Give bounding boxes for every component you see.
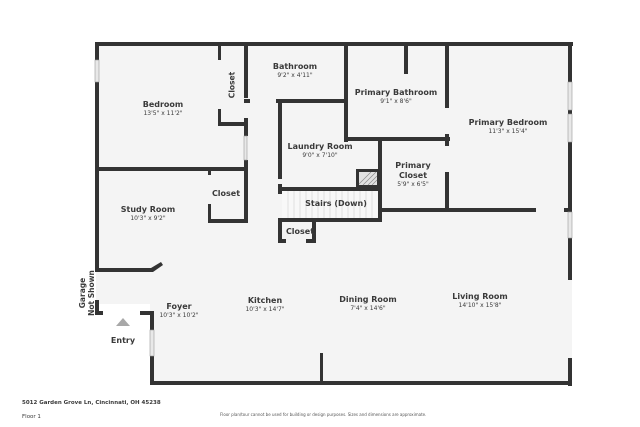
room-name: Laundry Room [287,142,353,151]
room-name: Living Room [452,292,508,301]
room-name: Closet [285,227,315,236]
walls [95,42,573,386]
room-dims: 9'2" x 4'11" [277,72,313,79]
room-name: Foyer [166,302,192,311]
room-name: Stairs (Down) [305,199,367,208]
room-name: Dining Room [339,295,397,304]
address-label: 5012 Garden Grove Ln, Cincinnati, OH 452… [22,400,161,406]
room-closet-study: Closet [212,189,240,199]
garage-note-line-2: Not Shown [87,270,96,316]
room-primary-closet: Primary Closet 5'9" x 6'5" [388,161,438,189]
room-dims: 11'3" x 15'4" [488,128,528,135]
room-name: Study Room [120,205,176,214]
room-living-room: Living Room 14'10" x 15'8" [452,292,508,310]
room-closet-hall: Closet [286,227,314,237]
room-stairs: Stairs (Down) [305,199,367,209]
room-study-room: Study Room 10'3" x 9'2" [121,205,176,223]
room-dims: 10'3" x 9'2" [130,215,166,222]
room-dining-room: Dining Room 7'4" x 14'6" [339,295,397,313]
garage-not-shown-note: Garage Not Shown [78,270,96,316]
room-dims: 9'1" x 8'6" [380,98,412,105]
floor-label: Floor 1 [22,414,41,420]
room-dims: 10'3" x 10'2" [159,312,199,319]
room-primary-bathroom: Primary Bathroom 9'1" x 8'6" [355,88,438,106]
hatched-column [356,169,379,187]
room-closet-bedroom: Closet [227,71,237,99]
room-name: Bedroom [142,100,184,109]
room-name: Closet [211,189,241,198]
room-name: Primary Closet [395,161,431,180]
room-dims: 9'0" x 7'10" [302,152,338,159]
room-bedroom: Bedroom 13'5" x 11'2" [143,100,184,118]
room-dims: 14'10" x 15'8" [458,302,502,309]
room-name: Kitchen [247,296,283,305]
room-name: Bathroom [272,62,318,71]
room-dims: 13'5" x 11'2" [143,110,183,117]
entry-label: Entry [110,336,136,345]
room-dims: 7'4" x 14'6" [350,305,386,312]
room-primary-bedroom: Primary Bedroom 11'3" x 15'4" [469,118,548,136]
room-bathroom: Bathroom 9'2" x 4'11" [273,62,317,80]
room-foyer: Foyer 10'3" x 10'2" [159,302,198,320]
disclaimer-text: Floor plan/tour cannot be used for build… [220,412,427,417]
room-laundry-room: Laundry Room 9'0" x 7'10" [287,142,352,160]
room-dims: 10'3" x 14'7" [245,306,285,313]
room-dims: 5'9" x 6'5" [397,181,429,188]
room-name: Primary Bedroom [468,118,548,127]
garage-note-line-1: Garage [78,277,87,309]
room-kitchen: Kitchen 10'3" x 14'7" [245,296,284,314]
windows [94,59,573,357]
floor-area [96,44,572,384]
entry-arrow-icon [116,318,130,326]
room-name: Primary Bathroom [354,88,438,97]
stairs-treads [282,190,379,220]
